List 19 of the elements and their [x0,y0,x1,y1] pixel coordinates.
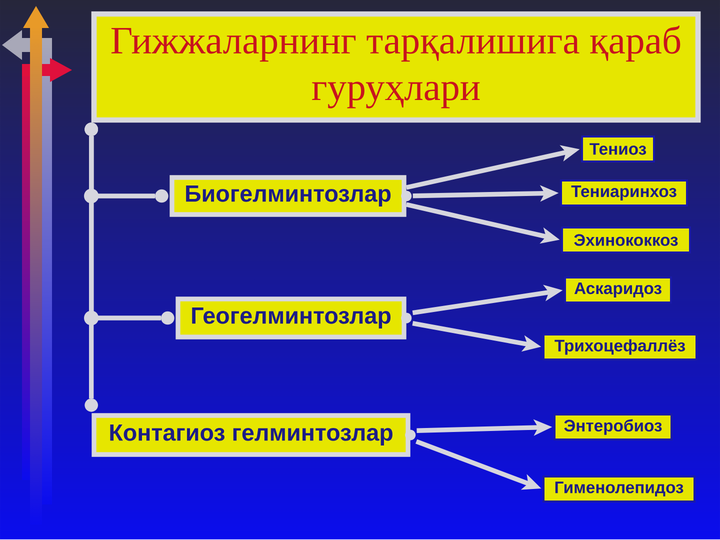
category-box: Геогелминтозлар [176,296,406,340]
category-box: Контагиоз гелминтозлар [92,413,410,457]
connector-line [84,122,98,412]
disease-box: Эхинококкоз [561,226,691,254]
arrow [412,321,542,352]
disease-box: Тениаринхоз [560,180,688,206]
disease-box: Трихоцефаллёз [542,334,698,360]
disease-box: Энтеробиоз [554,414,672,440]
arrow [416,419,552,436]
arrow [406,145,580,190]
disease-box: Гименолепидоз [542,476,696,502]
disease-box: Тениоз [581,136,655,162]
arrow [412,284,563,316]
arrow [406,202,560,244]
disease-box: Аскаридоз [564,276,672,304]
title-box: Гижжаларнинг тарқалишига қараб гуруҳлари [91,11,701,123]
arrow [416,439,542,490]
arrow [412,185,559,202]
category-box: Биогелминтозлар [170,175,406,217]
